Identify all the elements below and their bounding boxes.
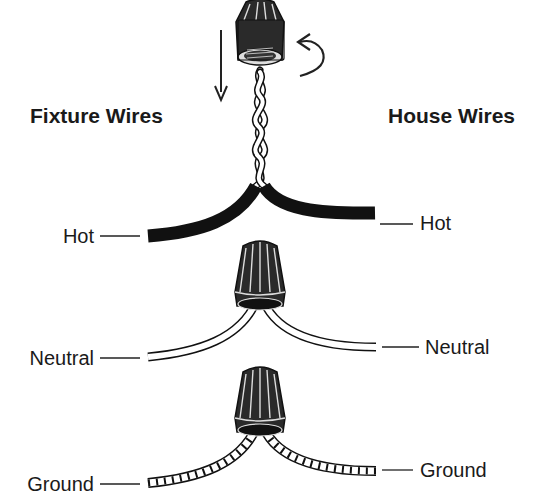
wire-nut <box>236 0 284 65</box>
twisted-wire-ends <box>255 70 264 186</box>
group-heading: House Wires <box>388 104 515 128</box>
wire-label: Ground <box>27 472 94 496</box>
twist-arrow <box>298 34 324 76</box>
wire-label: Hot <box>63 224 94 248</box>
leader-lines <box>100 224 419 484</box>
wire-label: Neutral <box>30 346 94 370</box>
group-heading: Fixture Wires <box>30 104 163 128</box>
wire-nut <box>235 241 285 310</box>
hot-wires <box>148 186 375 236</box>
wire-label: Ground <box>420 458 487 482</box>
wire-label: Neutral <box>425 335 489 359</box>
wire-label: Hot <box>420 211 451 235</box>
direction-arrow <box>215 30 227 100</box>
wire-nut <box>235 367 285 436</box>
